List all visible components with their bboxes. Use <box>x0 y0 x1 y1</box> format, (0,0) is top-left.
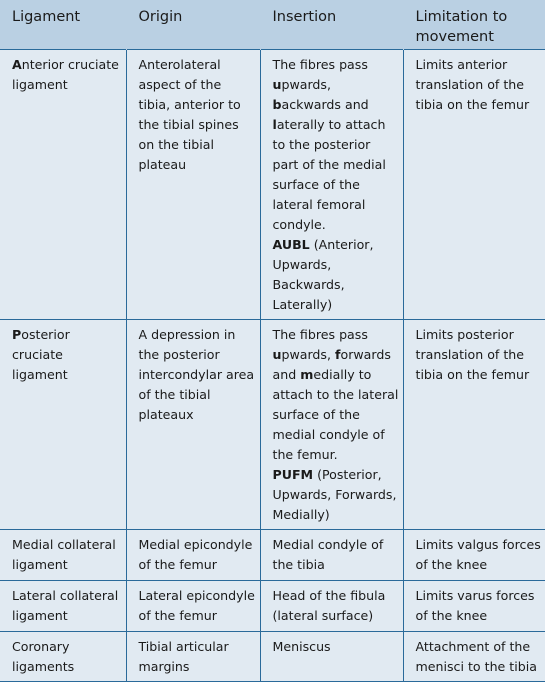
name-rest: osterior cruciate ligament <box>12 326 70 382</box>
name-rest: nterior cruciate ligament <box>12 56 119 92</box>
key-letter: m <box>300 366 314 382</box>
table-row: Coronary ligaments Tibial articular marg… <box>0 630 545 682</box>
key-letter: u <box>272 346 282 362</box>
header-ligament: Ligament <box>12 9 81 25</box>
ligament-name: Anterior cruciate ligament <box>0 48 126 319</box>
header-origin: Origin <box>125 0 260 49</box>
header-limitation: Limitation to movement <box>402 0 545 49</box>
origin-cell: Medial epicondyle of the femur <box>125 528 260 580</box>
mnemonic-expansion: (Anterior, Upwards, Backwards, Laterally… <box>272 236 374 312</box>
key-letter: f <box>335 346 341 362</box>
insertion-cell: Medial condyle of the tibia <box>259 528 403 580</box>
insertion-cell: Meniscus <box>259 630 403 682</box>
ligament-name: Medial collateral ligament <box>0 528 126 580</box>
name-initial: P <box>12 326 22 342</box>
ligament-name: Lateral collateral ligament <box>0 579 126 631</box>
key-letter: u <box>272 76 282 92</box>
insertion-text: pwards, <box>281 76 331 92</box>
origin-cell: Tibial articular margins <box>125 630 260 682</box>
insertion-text: edially to attach to the lateral surface… <box>272 366 399 462</box>
insertion-text: The fibres pass <box>272 326 368 342</box>
limitation-cell: Attachment of the menisci to the tibia <box>402 630 545 682</box>
insertion-text: pwards, <box>281 346 335 362</box>
insertion-cell: The fibres pass upwards, backwards and l… <box>259 48 403 319</box>
ligament-name: Posterior cruciate ligament <box>0 318 126 529</box>
table-row: Lateral collateral ligament Lateral epic… <box>0 579 545 631</box>
insertion-cell: Head of the fibula (lateral surface) <box>259 579 403 631</box>
key-letter: b <box>272 96 282 112</box>
origin-cell: A depression in the posterior intercondy… <box>125 318 260 529</box>
insertion-text: aterally to attach to the posterior part… <box>272 116 386 232</box>
limitation-cell: Limits valgus forces of the knee <box>402 528 545 580</box>
mnemonic: PUFM <box>272 466 314 482</box>
table-row: Medial collateral ligament Medial epicon… <box>0 528 545 580</box>
header-row: Ligament Origin Insertion Limitation to … <box>0 0 545 49</box>
limitation-cell: Limits varus forces of the knee <box>402 579 545 631</box>
ligament-name: Coronary ligaments <box>0 630 126 682</box>
insertion-cell: The fibres pass upwards, forwards and me… <box>259 318 403 529</box>
table-row: Posterior cruciate ligament A depression… <box>0 318 545 529</box>
limitation-cell: Limits posterior translation of the tibi… <box>402 318 545 529</box>
origin-cell: Lateral epicondyle of the femur <box>125 579 260 631</box>
insertion-text: ackwards and <box>281 96 369 112</box>
mnemonic: AUBL <box>272 236 310 252</box>
mnemonic-expansion: (Posterior, Upwards, Forwards, Medially) <box>272 466 397 522</box>
insertion-text: The fibres pass <box>272 56 368 72</box>
table-row: Anterior cruciate ligament Anterolateral… <box>0 48 545 319</box>
insertion-text: orwards and <box>272 346 391 382</box>
key-letter: l <box>272 116 277 132</box>
header-insertion: Insertion <box>259 0 403 49</box>
name-initial: A <box>12 56 22 72</box>
origin-cell: Anterolateral aspect of the tibia, anter… <box>125 48 260 319</box>
limitation-cell: Limits anterior translation of the tibia… <box>402 48 545 319</box>
